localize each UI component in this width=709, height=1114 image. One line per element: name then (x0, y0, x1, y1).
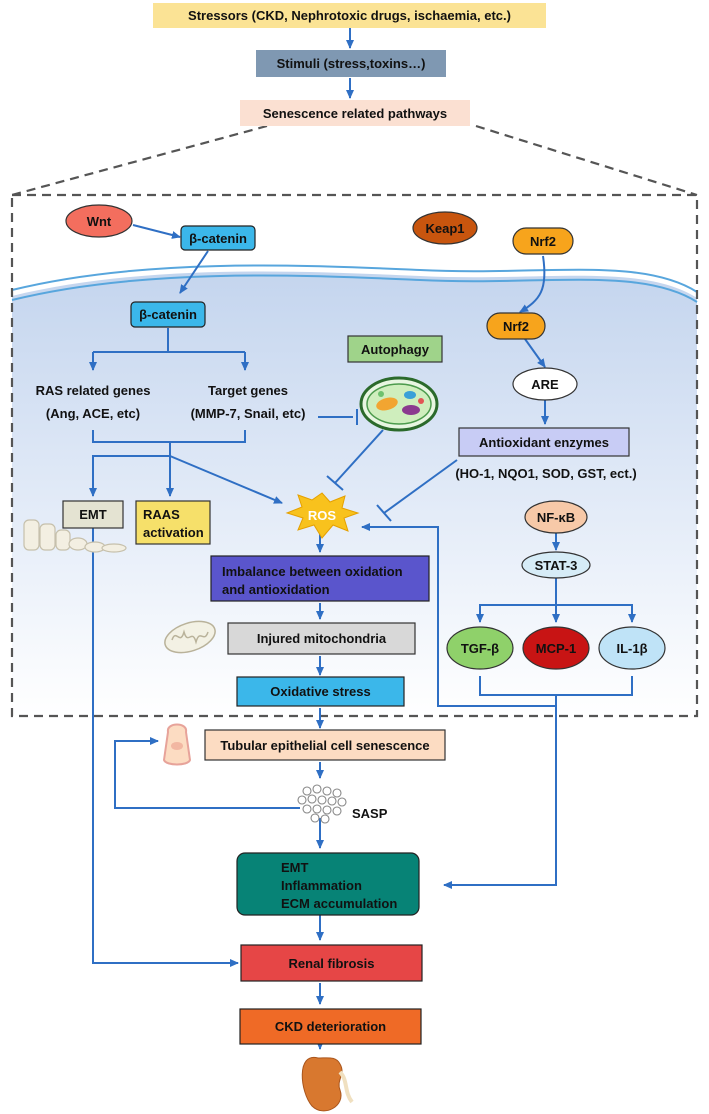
stat3-label: STAT-3 (535, 558, 578, 573)
mcp-label: MCP-1 (536, 641, 576, 656)
pathways-box (240, 100, 470, 126)
sasp-particles-icon (297, 784, 347, 824)
emt-box (62, 500, 124, 529)
outcomes-box (236, 852, 420, 916)
stimuli-box (256, 50, 446, 77)
imbalance-label: Imbalance between oxidation (222, 564, 403, 579)
ras-genes-label: RAS related genes (36, 383, 151, 398)
fibroblast-cells-icon (23, 519, 127, 553)
ros-label: ROS (308, 508, 337, 523)
outcome-emt: EMT (281, 860, 309, 875)
tgf-node (446, 626, 514, 670)
il1-node (598, 626, 666, 670)
stressors-label: Stressors (CKD, Nephrotoxic drugs, ischa… (188, 8, 511, 23)
nrf2-outer-label: Nrf2 (530, 234, 556, 249)
antioxidant-list: (HO-1, NQO1, SOD, GST, ect.) (455, 466, 636, 481)
beta-catenin-outer-label: β-catenin (189, 231, 247, 246)
beta-catenin-inner-box (130, 301, 206, 328)
target-genes-label: Target genes (208, 383, 288, 398)
imbalance-box (210, 555, 430, 602)
nfkb-node (524, 500, 588, 534)
nfkb-label: NF-κB (537, 510, 575, 525)
cell-membrane-inner (11, 274, 698, 303)
oxidative-stress-label: Oxidative stress (270, 684, 370, 699)
target-genes-examples: (MMP-7, Snail, etc) (191, 406, 306, 421)
outcome-ecm: ECM accumulation (281, 896, 397, 911)
outcome-inflammation: Inflammation (281, 878, 362, 893)
connectors (89, 28, 636, 1050)
renal-fibrosis-box (240, 944, 423, 982)
injured-mitochondria-box (227, 622, 416, 655)
autophagy-label: Autophagy (361, 342, 430, 357)
are-label: ARE (531, 377, 559, 392)
keap1-label: Keap1 (425, 221, 464, 236)
oxidative-stress-box (236, 676, 405, 707)
nrf2-inner-box (486, 312, 546, 340)
sasp-label: SASP (352, 806, 388, 821)
ckd-deterioration-label: CKD deterioration (275, 1019, 386, 1034)
raas-box (135, 500, 211, 545)
nrf2-inner-label: Nrf2 (503, 319, 529, 334)
il1-label: IL-1β (616, 641, 647, 656)
kidney-icon (301, 1057, 354, 1112)
autophagosome-icon (359, 376, 439, 432)
raas-label-line2: activation (143, 525, 204, 540)
wnt-label: Wnt (87, 214, 112, 229)
ckd-deterioration-box (239, 1008, 422, 1045)
stat3-node (521, 551, 591, 579)
imbalance-label-line2: and antioxidation (222, 582, 330, 597)
autophagy-box (347, 335, 443, 363)
stimuli-label: Stimuli (stress,toxins…) (277, 56, 426, 71)
are-node (512, 367, 578, 401)
nrf2-outer-box (512, 227, 574, 255)
injured-mitochondria-label: Injured mitochondria (257, 631, 387, 646)
pathways-label: Senescence related pathways (263, 106, 447, 121)
zoom-frame (10, 124, 699, 718)
beta-catenin-inner-label: β-catenin (139, 307, 197, 322)
tubular-senescence-box (204, 729, 446, 761)
renal-fibrosis-label: Renal fibrosis (289, 956, 375, 971)
antioxidant-box (458, 427, 630, 457)
raas-label: RAAS (143, 507, 180, 522)
wnt-node (65, 204, 133, 238)
emt-label: EMT (79, 507, 107, 522)
tgf-label: TGF-β (461, 641, 499, 656)
epithelial-cell-icon (162, 723, 192, 766)
cell-membrane-outer (11, 264, 698, 293)
stressors-box (153, 3, 546, 28)
mcp-node (522, 626, 590, 670)
tubular-senescence-label: Tubular epithelial cell senescence (220, 738, 429, 753)
ras-genes-examples: (Ang, ACE, etc) (46, 406, 140, 421)
keap1-node (412, 211, 478, 245)
mitochondrion-icon (164, 620, 216, 654)
antioxidant-label: Antioxidant enzymes (479, 435, 609, 450)
beta-catenin-outer-box (180, 225, 256, 251)
ros-starburst (285, 492, 360, 539)
